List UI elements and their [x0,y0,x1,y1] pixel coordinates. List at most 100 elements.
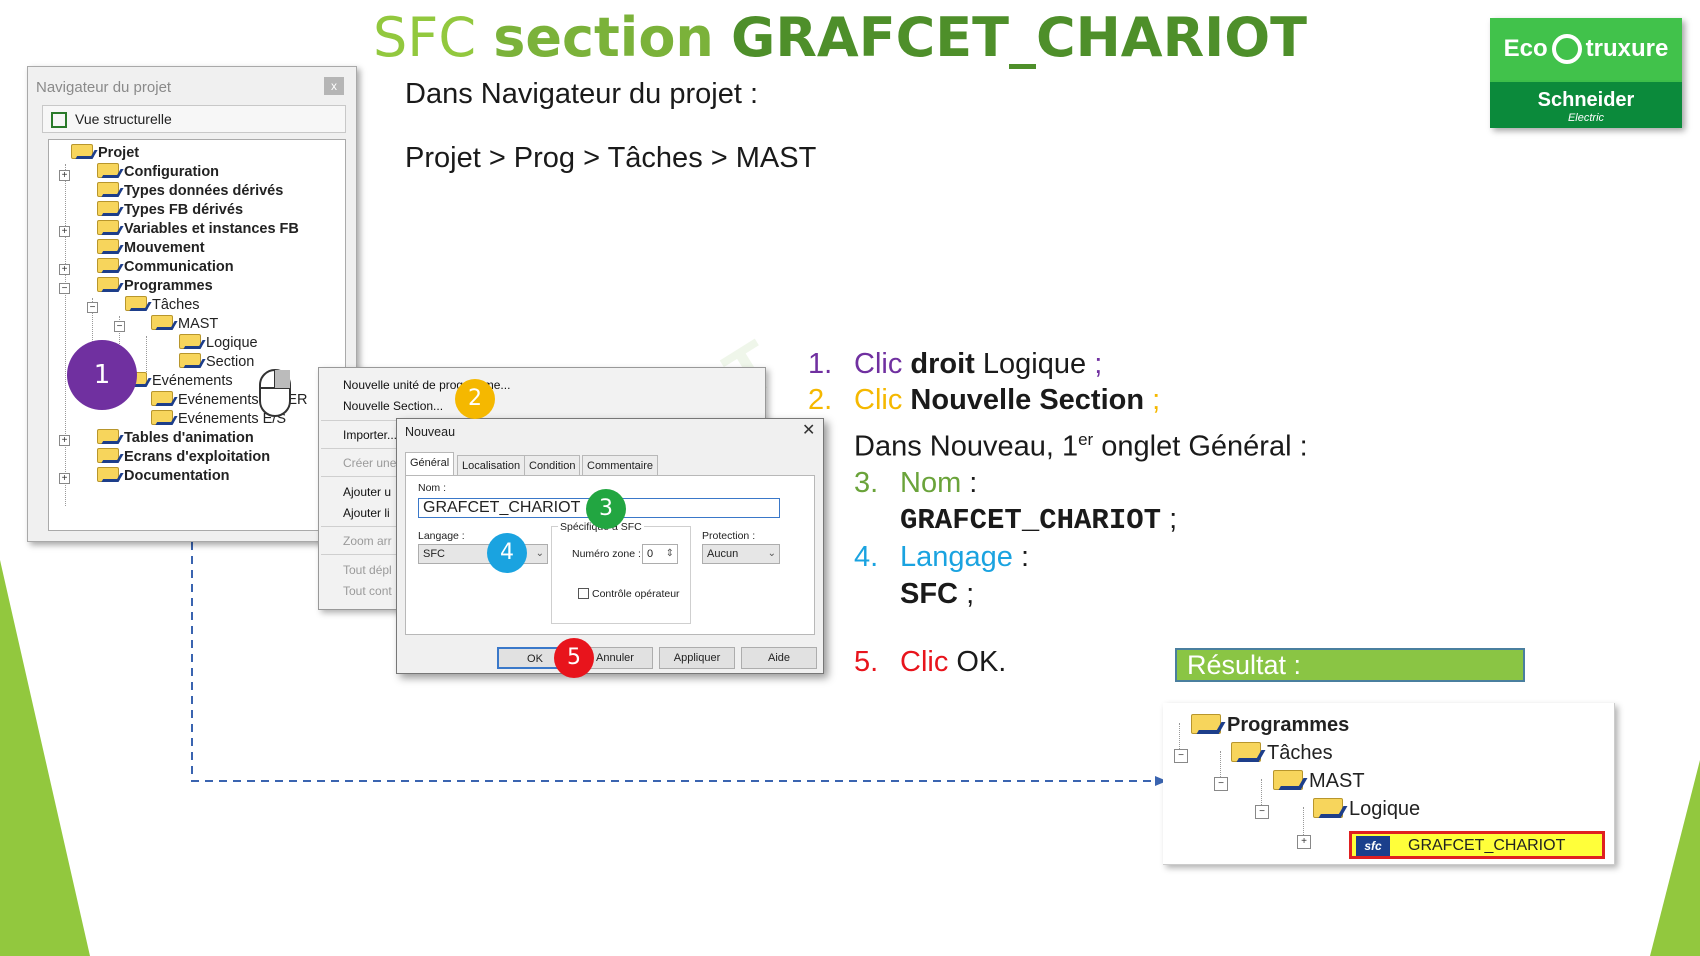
tree-item-mast[interactable]: MAST [151,314,218,334]
zone-stepper[interactable]: 0⇕ [642,544,678,564]
tree-label: Evénements [152,373,233,389]
zone-value: 0 [647,548,654,560]
tab-commentaire[interactable]: Commentaire [582,455,659,475]
tree-label: Programmes [124,278,213,294]
step-text: Langage [900,541,1013,573]
marker-5: 5 [554,638,594,678]
menu-new-section[interactable]: Nouvelle Section... [343,399,444,413]
expand-icon[interactable]: + [59,435,70,446]
tab-condition[interactable]: Condition [524,455,581,475]
folder-icon [97,163,119,178]
dialog-close-button[interactable]: ✕ [802,422,816,439]
tree-line [1303,807,1304,843]
tree-item-types-donnees[interactable]: Types données dérivés [97,181,283,201]
tree-view-icon [51,112,67,129]
collapse-icon[interactable]: − [114,321,125,332]
menu-separator [321,554,421,555]
logo-eco: Eco [1503,35,1548,62]
tree-item-configuration[interactable]: Configuration [97,162,219,182]
result-sfc-section: sfc GRAFCET_CHARIOT [1349,831,1605,859]
folder-icon [1231,742,1261,762]
structural-view-selector[interactable]: Vue structurelle [42,105,346,133]
folder-icon [97,467,119,482]
protection-value: Aucun [707,548,739,560]
flow-arrow [191,542,1167,786]
step-text: : [969,467,978,499]
tree-item-ecrans[interactable]: Ecrans d'exploitation [97,447,270,467]
langage-select[interactable]: SFC⌄ [418,544,548,564]
cancel-button[interactable]: Annuler [577,647,653,669]
marker-1: 1 [67,340,137,410]
tree-item-logique[interactable]: Logique [179,333,258,353]
tree-item-tables-animation[interactable]: Tables d'animation [97,428,254,448]
dialog-intro: Dans Nouveau, 1er onglet Général : [854,430,1308,464]
project-tree[interactable]: Projet + Configuration Types données dér… [48,139,346,531]
tree-label: Communication [124,259,234,275]
logo-schneider: Schneider [1537,89,1635,111]
tab-general[interactable]: Général [405,452,455,476]
decorative-green-corner-left [0,560,90,956]
tree-line [92,298,93,354]
step-text: Nouvelle Section [910,384,1145,416]
logo-swirl-icon [1551,34,1582,64]
menu-zoom[interactable]: Zoom arr [343,534,392,548]
menu-create[interactable]: Créer une [343,456,397,470]
menu-add-2[interactable]: Ajouter li [343,506,390,520]
collapse-icon[interactable]: − [87,302,98,313]
intro-text: Dans Nouveau, 1 [854,430,1079,463]
result-item-programmes: Programmes [1191,711,1349,739]
tree-item-projet[interactable]: Projet [71,143,139,163]
slide-title: SFC section GRAFCET_CHARIOT [300,6,1380,70]
tab-localisation[interactable]: Localisation [457,455,526,475]
sfc-icon: sfc [1356,836,1390,856]
tree-item-programmes[interactable]: Programmes [97,276,213,296]
expand-icon[interactable]: + [59,264,70,275]
intro-path: Projet > Prog > Tâches > MAST [405,142,817,174]
protection-select[interactable]: Aucun⌄ [702,544,780,564]
folder-icon [97,258,119,273]
menu-expand-all[interactable]: Tout dépl [343,563,392,577]
menu-import[interactable]: Importer... [343,428,398,442]
collapse-icon[interactable]: − [59,283,70,294]
tree-item-documentation[interactable]: Documentation [97,466,230,486]
expand-icon[interactable]: + [59,473,70,484]
view-label: Vue structurelle [75,111,172,127]
checkbox-icon[interactable] [578,588,589,599]
tree-label: Types données dérivés [124,183,284,199]
tree-item-section[interactable]: Section [179,352,254,372]
expand-icon[interactable]: + [59,226,70,237]
menu-add-1[interactable]: Ajouter u [343,485,392,499]
langage-value: SFC [423,548,445,560]
expand-icon[interactable]: + [59,170,70,181]
tree-item-variables[interactable]: Variables et instances FB [97,219,299,239]
tree-item-types-fb[interactable]: Types FB dérivés [97,200,243,220]
tree-label: Ecrans d'exploitation [124,449,271,465]
folder-icon [97,448,119,463]
step-value: SFC [900,578,958,610]
apply-button[interactable]: Appliquer [659,647,735,669]
step-text: Clic [854,384,903,416]
intro-text: onglet Général : [1101,430,1308,463]
result-item-mast: MAST [1273,767,1365,795]
intro-sup: er [1078,430,1094,449]
help-button[interactable]: Aide [741,647,817,669]
collapse-icon: − [1174,749,1188,763]
controle-operateur[interactable]: Contrôle opérateur [578,588,680,600]
tree-item-evenements-es[interactable]: Evénements E/S [151,409,286,429]
tree-item-taches[interactable]: Tâches [125,295,200,315]
checkbox-label: Contrôle opérateur [592,588,680,600]
step-text: : [1020,541,1030,573]
logo-electric: Electric [1567,112,1605,124]
navigator-close-button[interactable]: x [324,77,344,95]
tree-item-mouvement[interactable]: Mouvement [97,238,205,258]
tree-label: Evénements E/S [178,411,286,427]
step-text: OK. [956,646,1007,678]
marker-3: 3 [586,489,626,529]
tree-item-evenements[interactable]: Evénements [125,371,233,391]
zone-label: Numéro zone : [572,548,641,560]
menu-collapse-all[interactable]: Tout cont [343,584,392,598]
folder-icon [1191,714,1221,734]
step-text: Clic [854,348,903,380]
tree-item-communication[interactable]: Communication [97,257,234,277]
